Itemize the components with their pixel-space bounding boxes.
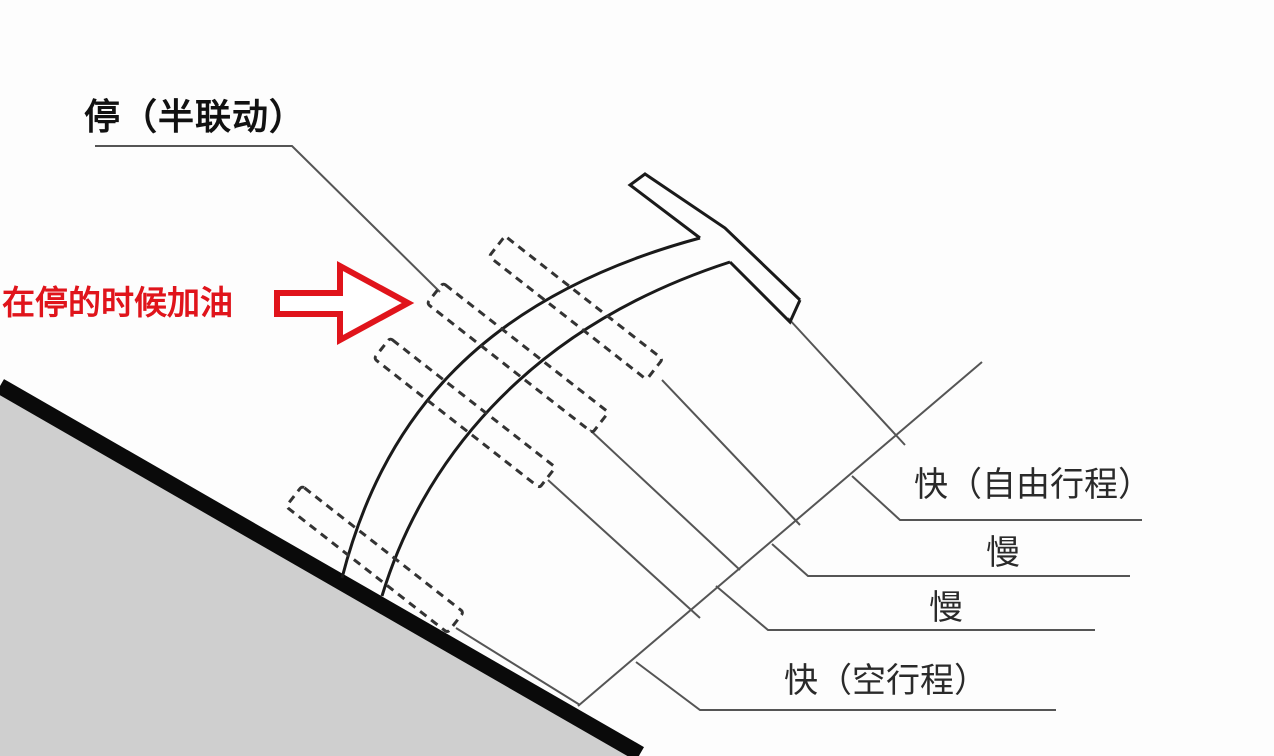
floor-panel [0,379,644,756]
throttle-note-label: 在停的时候加油 [2,283,233,322]
slow-label-2: 慢 [929,588,963,628]
slow-label-1: 慢 [986,533,1020,573]
right-arrow-icon [274,260,415,346]
pedal-arm [340,172,802,597]
half-clutch-label: 停（半联动） [84,97,307,138]
fast-empty-travel-label: 快（空行程） [784,661,988,701]
fast-free-travel-label: 快（自由行程） [914,465,1152,505]
leader-lines [95,145,1142,711]
pedal-position-ghosts [285,235,663,633]
